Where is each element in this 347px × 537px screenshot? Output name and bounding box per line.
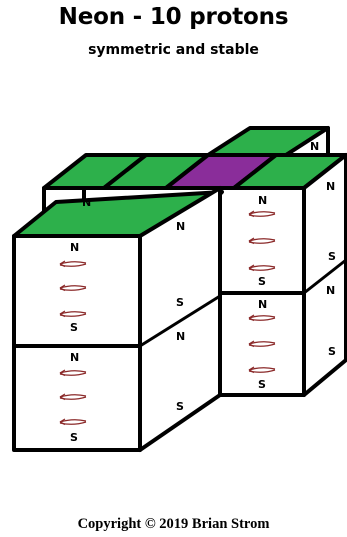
back-left-n-label: N [82,196,91,209]
front-lower-face [12,344,142,452]
back-top-right-n-label: N [310,140,319,153]
front-upper-face [12,234,142,348]
front-upper-n-label: N [70,241,79,254]
right-cube-upper-front [218,186,306,295]
mid-lower-s-label: S [258,378,266,391]
mid-upper-s-label: S [258,275,266,288]
right-cube-lower-front [218,291,306,397]
mid-upper-n-label: N [258,194,267,207]
side-lower-s-label: S [176,400,184,413]
front-lower-s-label: S [70,431,78,444]
front-upper-s-label: S [70,321,78,334]
mid-lower-n-label: N [258,298,267,311]
side-upper-n-label: N [176,330,185,343]
middle-face-n-label: N [176,220,185,233]
diagram-subtitle: symmetric and stable [88,42,259,58]
diagram-title: Neon - 10 protons [58,4,289,30]
copyright-notice: Copyright © 2019 Brian Strom [77,516,270,532]
right-face-upper-s-label: S [328,250,336,263]
right-face-lower-n-label: N [326,284,335,297]
right-face-lower-s-label: S [328,345,336,358]
side-upper-s-label: S [176,296,184,309]
right-face-upper-n-label: N [326,180,335,193]
front-lower-n-label: N [70,351,79,364]
